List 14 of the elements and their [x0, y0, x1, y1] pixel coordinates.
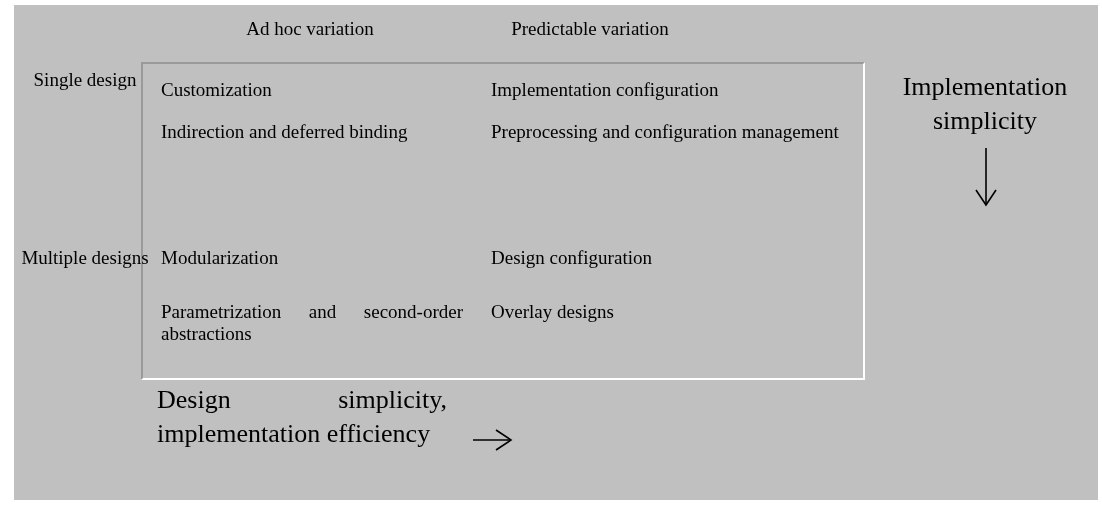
row-header: Multiple designs: [20, 246, 150, 270]
column-header: Ad hoc variation: [245, 17, 375, 41]
cell-text: Parametrization and second-order abstractions: [161, 301, 463, 345]
column-header: Predictable variation: [510, 17, 670, 41]
cell-text: Modularization: [161, 247, 280, 269]
row-header: Single design: [32, 68, 138, 92]
cell-text: Preprocessing and configuration management: [491, 121, 840, 143]
cell-text: Indirection and deferred binding: [161, 121, 409, 143]
cell-text: Overlay designs: [491, 301, 615, 323]
axis-label: Design simplicity, implementation efficiency: [157, 384, 447, 450]
cell-text: Design configuration: [491, 247, 653, 269]
cell-text: Customization: [161, 79, 273, 101]
cell-text: Implementation configuration: [491, 79, 720, 101]
axis-label: Implementation simplicity: [901, 71, 1069, 137]
